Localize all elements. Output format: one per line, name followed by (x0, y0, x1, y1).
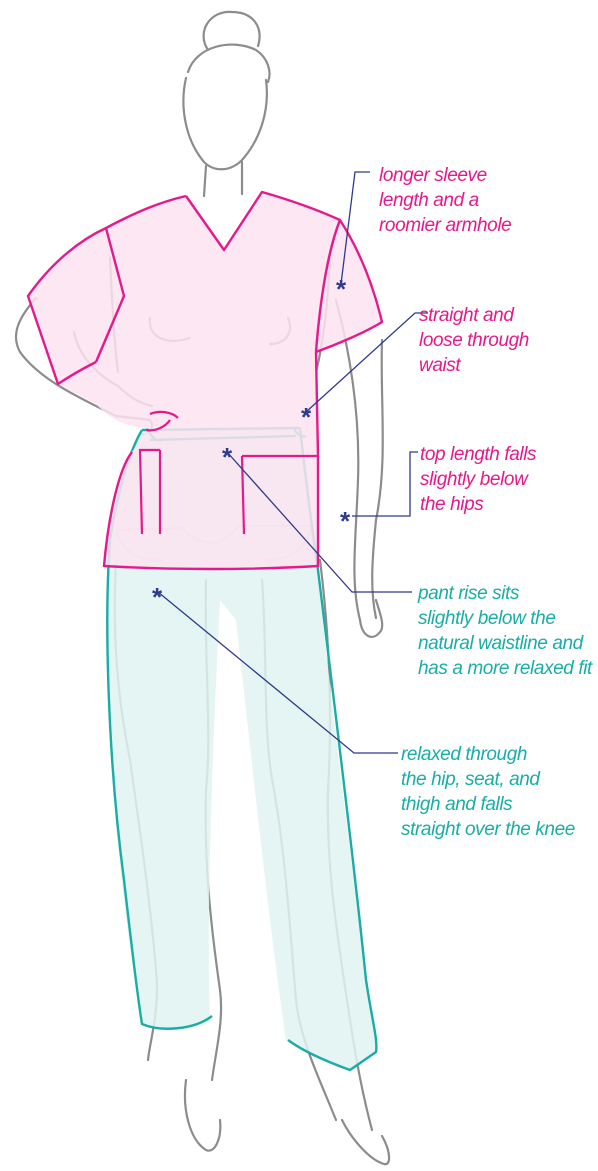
callout-line: slightly below the (418, 606, 592, 631)
hair (188, 45, 270, 82)
top-fill (28, 192, 382, 569)
callout-line: the hips (420, 492, 536, 517)
callout-line: top length falls (420, 442, 536, 467)
callout-line: the hip, seat, and (401, 767, 575, 792)
callout-waist: straight and loose through waist (419, 303, 529, 378)
callout-line: natural waistline and (418, 631, 592, 656)
scrub-top (28, 192, 382, 569)
callout-line: has a more relaxed fit (418, 656, 592, 681)
head-outline (183, 78, 266, 169)
callout-pant-fit: relaxed through the hip, seat, and thigh… (401, 742, 575, 842)
callout-line: roomier armhole (379, 213, 511, 238)
left-foot (185, 1080, 220, 1151)
callout-line: straight and (419, 303, 529, 328)
callout-line: waist (419, 353, 529, 378)
callout-line: pant rise sits (418, 581, 592, 606)
right-hand (360, 600, 382, 637)
callout-line: length and a (379, 188, 511, 213)
right-foot (342, 1120, 389, 1164)
marker-sleeve: * (336, 274, 347, 304)
callout-sleeve: longer sleeve length and a roomier armho… (379, 163, 511, 238)
callout-line: slightly below (420, 467, 536, 492)
callout-line: straight over the knee (401, 817, 575, 842)
marker-pant-rise: * (222, 442, 233, 472)
callout-line: relaxed through (401, 742, 575, 767)
marker-top-length: * (340, 506, 351, 536)
marker-waist: * (301, 402, 312, 432)
marker-pant-fit: * (152, 582, 163, 612)
callout-line: longer sleeve (379, 163, 511, 188)
callout-top-length: top length falls slightly below the hips (420, 442, 536, 517)
callout-line: loose through (419, 328, 529, 353)
callout-line: thigh and falls (401, 792, 575, 817)
leader-top-length (352, 452, 418, 516)
callout-pant-rise: pant rise sits slightly below the natura… (418, 581, 592, 681)
